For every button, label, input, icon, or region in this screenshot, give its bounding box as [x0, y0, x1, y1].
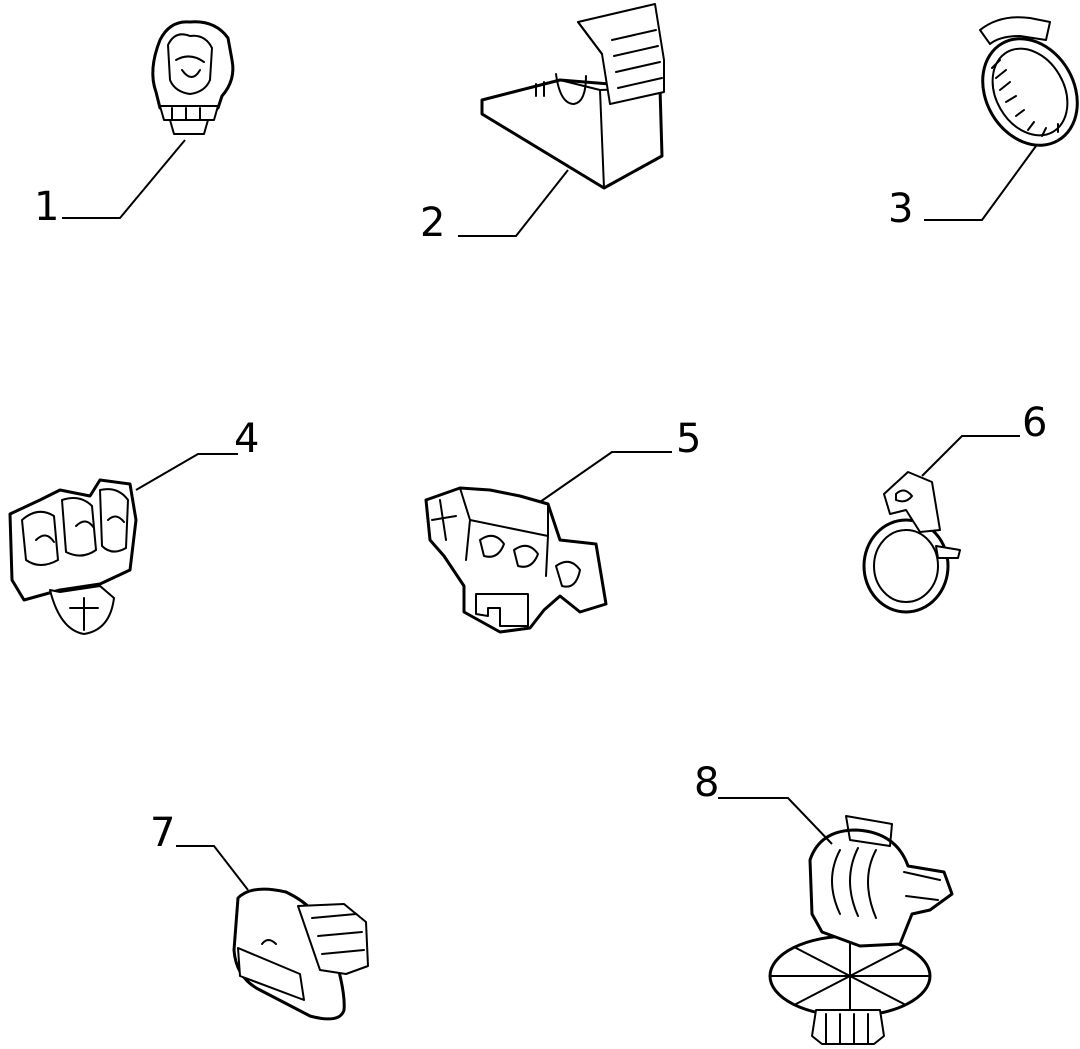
callout-8: 8 [694, 760, 833, 845]
callout-4-label: 4 [234, 416, 259, 462]
part-8-base-clip [768, 815, 954, 1045]
callout-5: 5 [539, 416, 701, 503]
callout-1: 1 [34, 139, 186, 230]
part-1-push-clip [151, 20, 235, 135]
callout-3: 3 [888, 145, 1037, 232]
part-6-small-clamp [862, 471, 961, 614]
callout-6: 6 [921, 400, 1047, 477]
leader-line-2 [458, 169, 569, 237]
callout-3-label: 3 [888, 186, 913, 232]
callout-2-label: 2 [420, 200, 445, 246]
leader-line-7 [176, 845, 249, 891]
part-2-wedge-bracket [480, 3, 665, 190]
part-5-multi-clip [424, 486, 608, 634]
leader-line-8 [718, 797, 833, 845]
callout-5-label: 5 [676, 416, 701, 462]
callout-6-label: 6 [1022, 400, 1047, 446]
callout-7-label: 7 [150, 810, 175, 856]
part-3-hose-clamp [979, 16, 1079, 147]
part-4-cable-clip [8, 478, 138, 635]
callout-2: 2 [420, 169, 569, 246]
leader-line-5 [539, 451, 672, 503]
callout-7: 7 [150, 810, 249, 891]
callout-1-label: 1 [34, 184, 59, 230]
leader-line-4 [135, 453, 238, 491]
callout-8-label: 8 [694, 760, 719, 806]
leader-line-3 [924, 145, 1037, 221]
leader-line-1 [62, 139, 186, 219]
part-7-push-rivet [232, 887, 369, 1021]
leader-line-6 [921, 435, 1020, 477]
callout-4: 4 [135, 416, 259, 491]
